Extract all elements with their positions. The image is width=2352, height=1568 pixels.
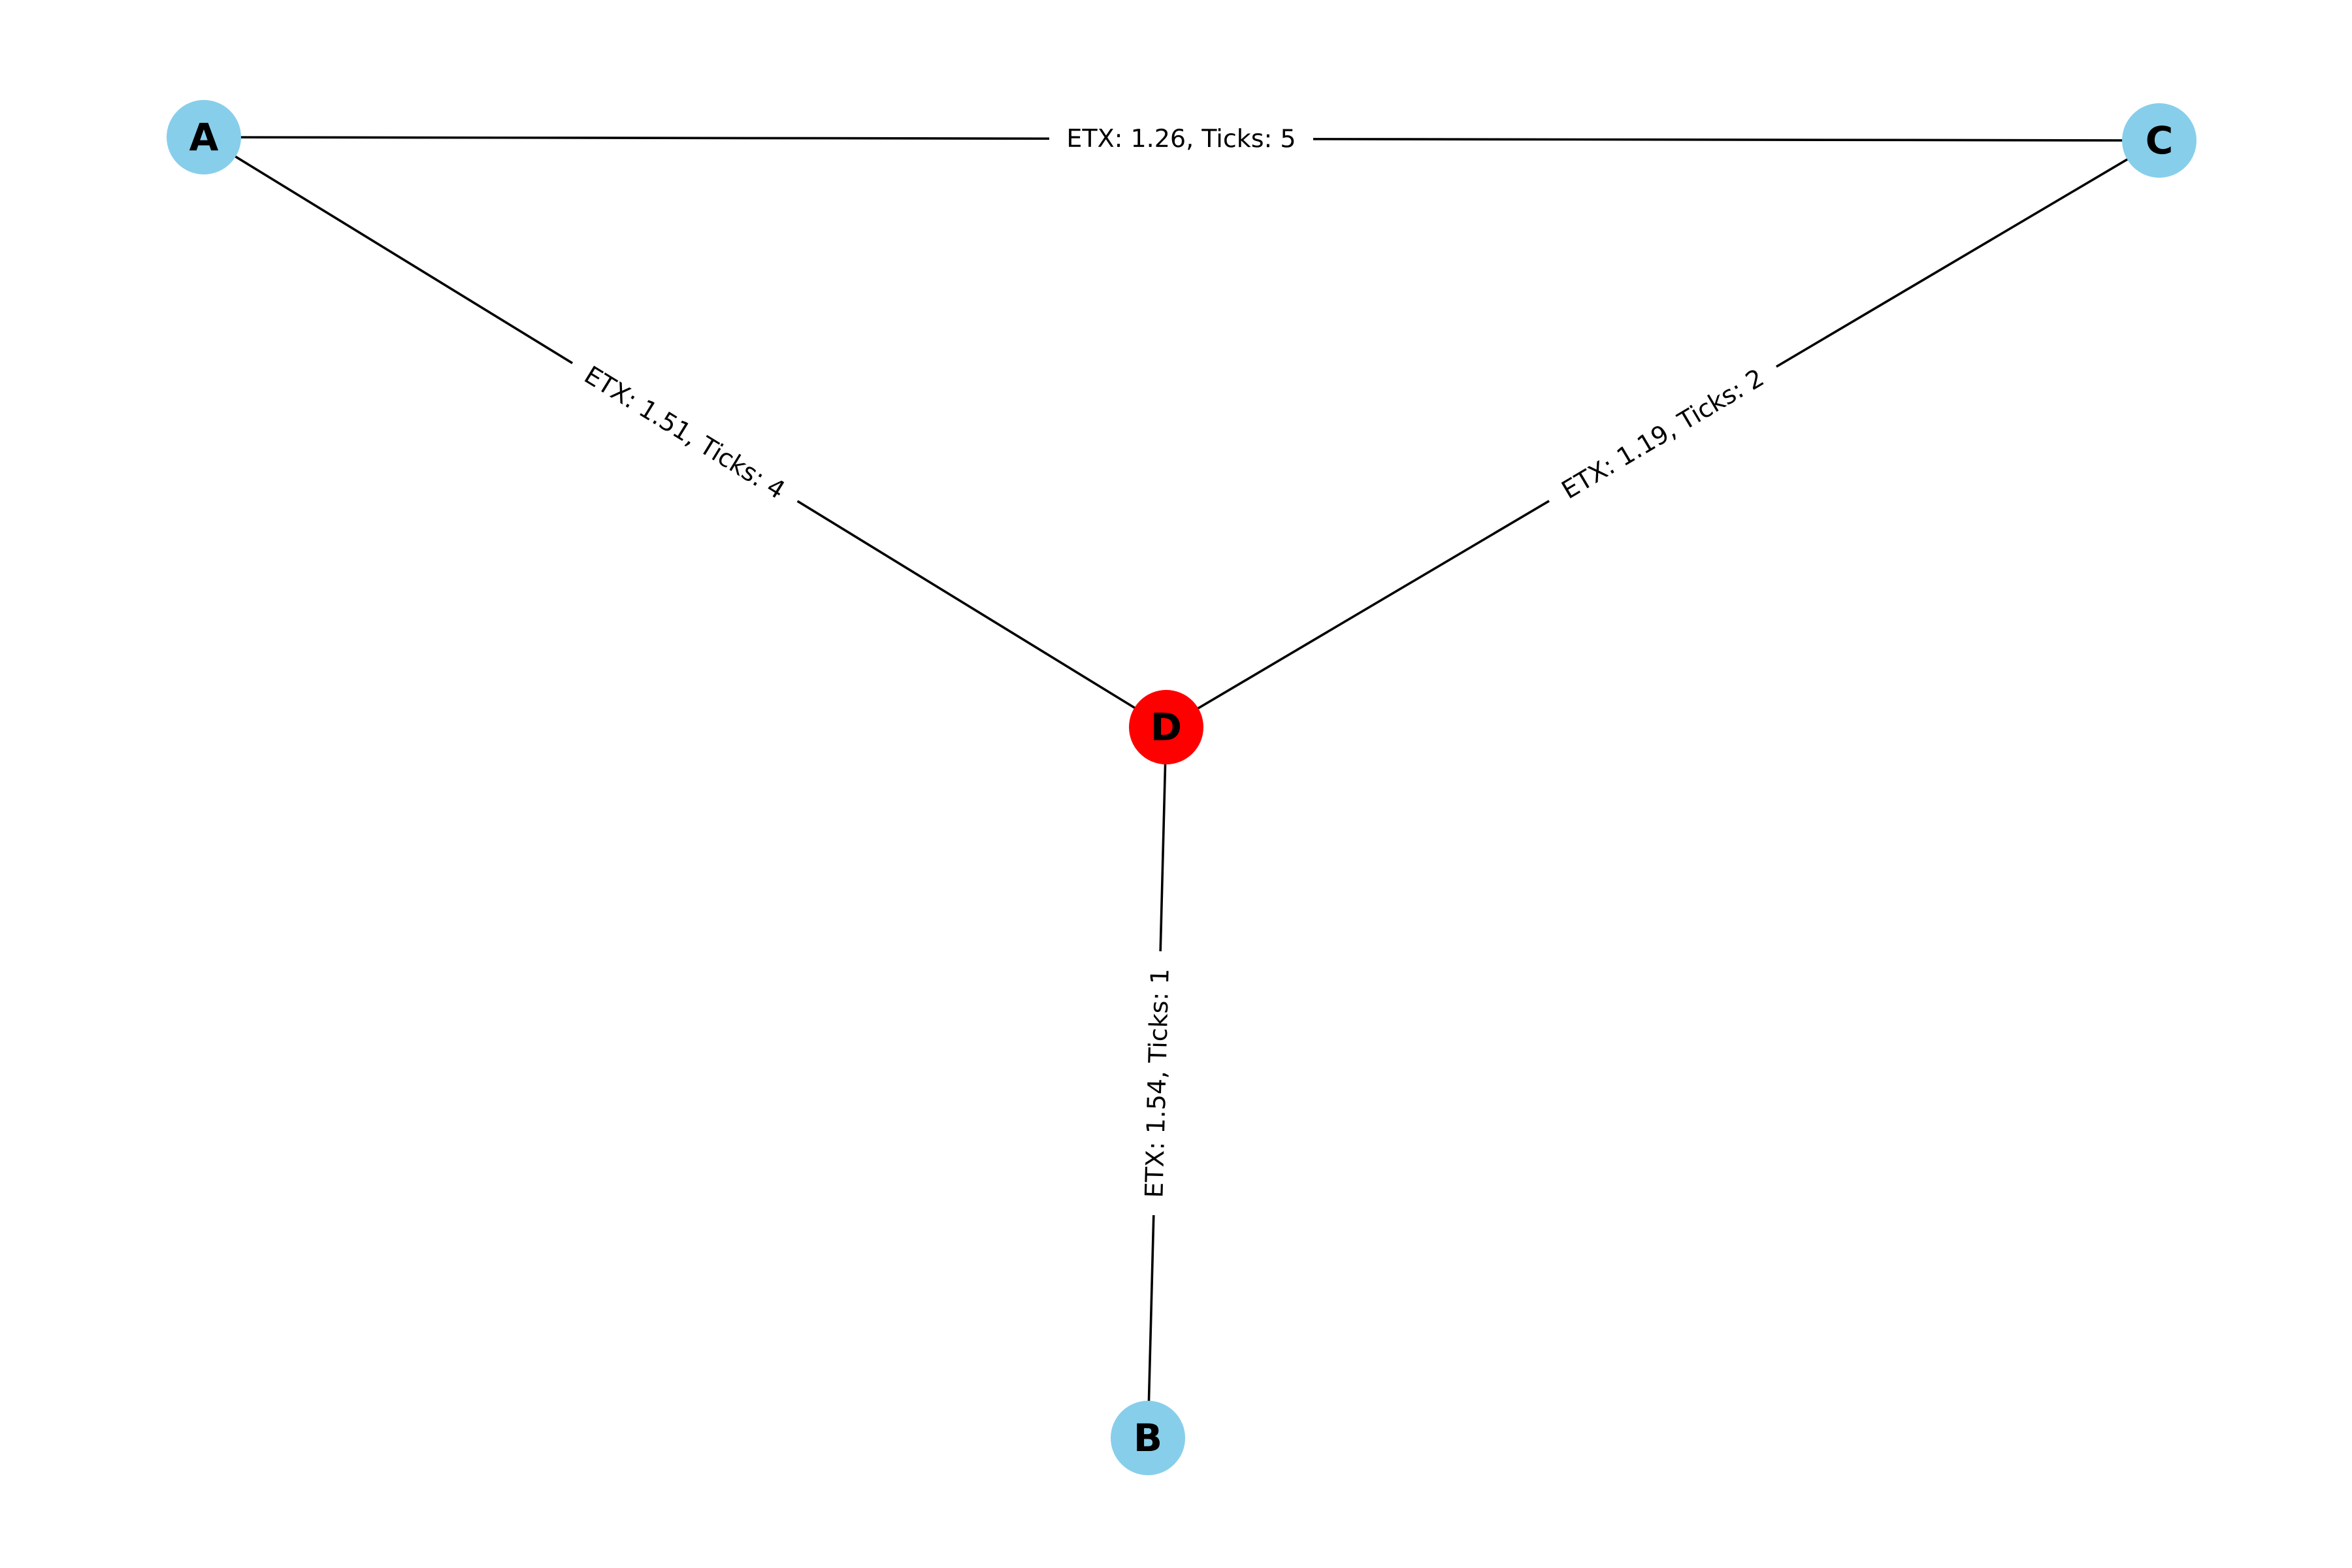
- edge-a-c: ETX: 1.26, Ticks: 5: [203, 120, 2160, 157]
- edge-label-bg-d-b: [1135, 951, 1179, 1216]
- node-label-b: B: [1134, 1416, 1162, 1460]
- nodes-layer: A B C D: [167, 100, 2197, 1475]
- edge-label-bg-a-c: [1049, 120, 1314, 157]
- node-circle-d: [1129, 690, 1203, 764]
- node-c: C: [2122, 103, 2197, 178]
- edge-label-d-b: ETX: 1.54, Ticks: 1: [1139, 968, 1174, 1198]
- node-circle-a: [167, 100, 241, 174]
- node-d: D: [1129, 690, 1203, 764]
- node-circle-c: [2122, 103, 2197, 178]
- edge-a-d: ETX: 1.51, Ticks: 4: [203, 136, 1167, 728]
- edge-label-c-d: ETX: 1.19, Ticks: 2: [1557, 363, 1769, 505]
- edge-label-bg-a-d: [563, 348, 807, 517]
- edge-label-a-d: ETX: 1.51, Ticks: 4: [580, 360, 790, 504]
- node-label-d: D: [1151, 705, 1182, 749]
- node-b: B: [1111, 1401, 1185, 1475]
- edge-c-d: ETX: 1.19, Ticks: 2: [1166, 139, 2160, 728]
- node-circle-b: [1111, 1401, 1185, 1475]
- edge-label-a-c: ETX: 1.26, Ticks: 5: [1066, 124, 1296, 154]
- edges-layer: ETX: 1.26, Ticks: 5 ETX: 1.51, Ticks: 4 …: [203, 120, 2160, 1439]
- edge-d-b: ETX: 1.54, Ticks: 1: [1135, 727, 1179, 1439]
- node-label-a: A: [189, 115, 219, 159]
- node-label-c: C: [2146, 118, 2174, 163]
- node-a: A: [167, 100, 241, 174]
- edge-label-bg-c-d: [1540, 351, 1786, 517]
